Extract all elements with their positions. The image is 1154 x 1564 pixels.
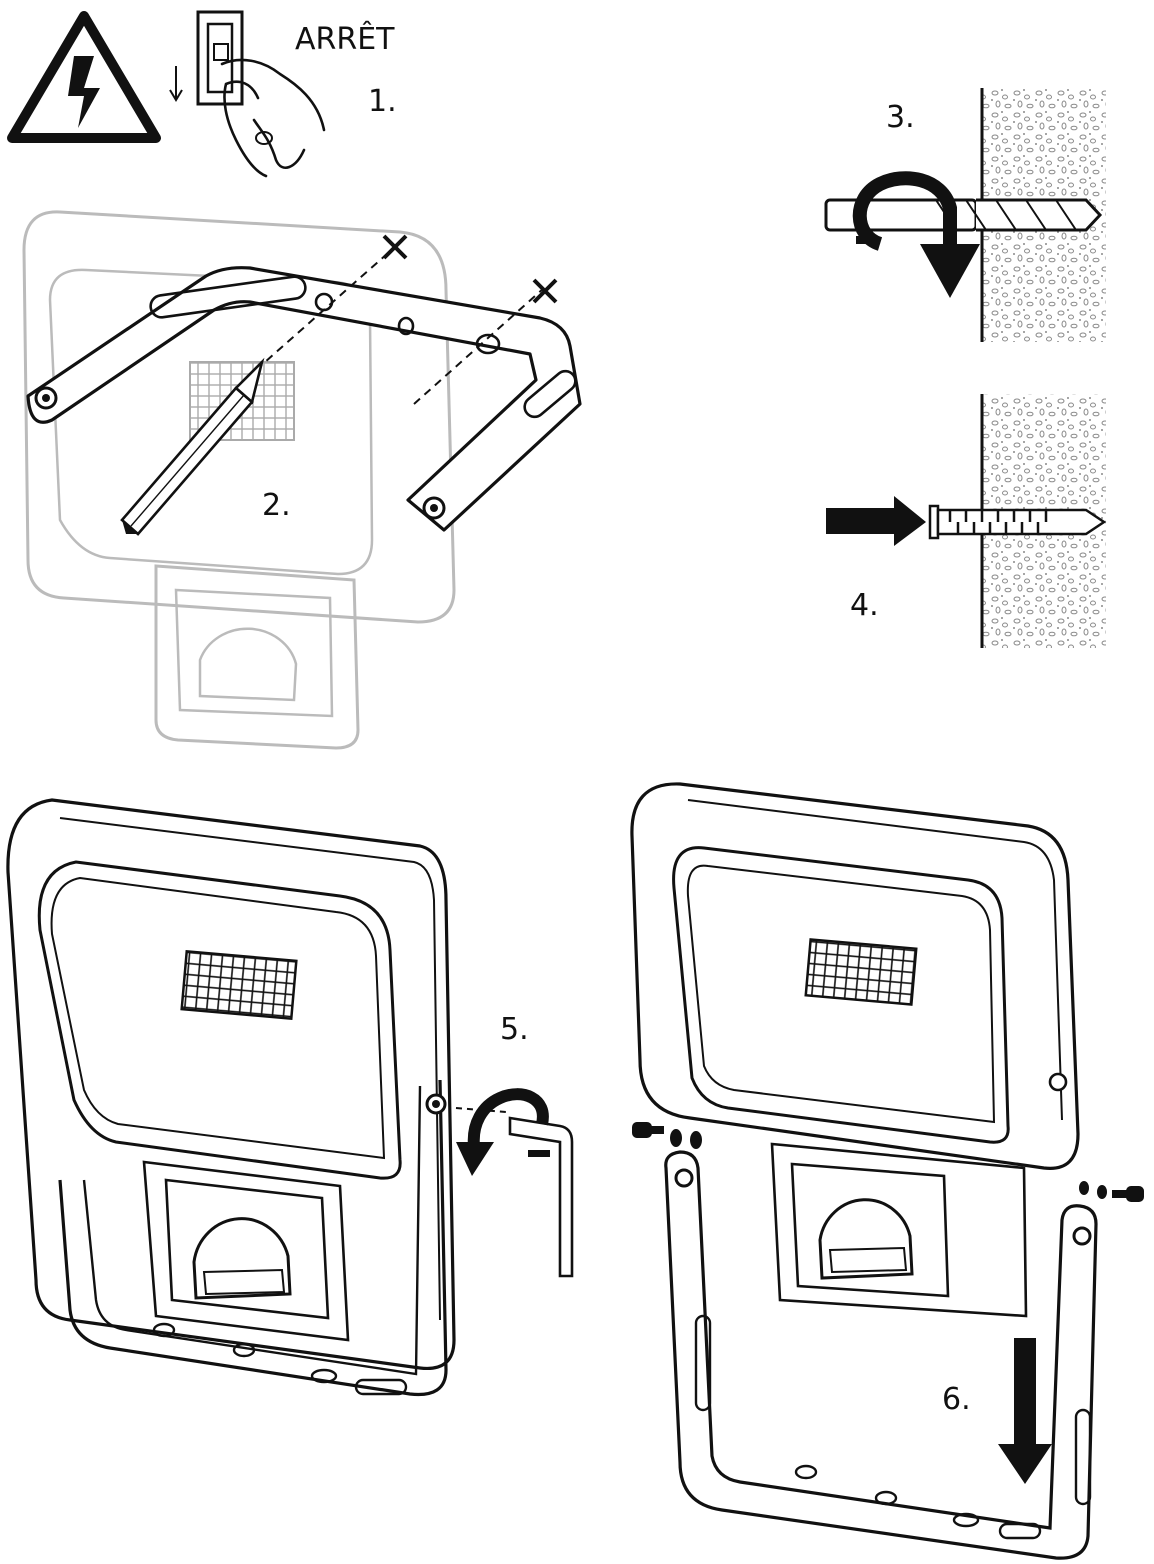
step-2-label: 2. bbox=[262, 488, 291, 523]
step-3-label: 3. bbox=[886, 100, 915, 135]
screw-icon bbox=[1112, 1186, 1144, 1202]
washer-icon bbox=[670, 1129, 702, 1149]
step-4-label: 4. bbox=[850, 588, 879, 623]
warning-high-voltage-icon bbox=[7, 11, 161, 143]
rotate-arrow-icon bbox=[852, 171, 980, 298]
push-arrow-icon bbox=[826, 496, 926, 546]
step-5-label: 5. bbox=[500, 1012, 529, 1047]
bracket-step5 bbox=[58, 1079, 448, 1397]
pencil-icon bbox=[120, 357, 265, 536]
off-label: ARRÊT bbox=[295, 22, 395, 57]
drill-guide-lines bbox=[255, 234, 558, 405]
light-switch-icon bbox=[169, 10, 244, 106]
down-arrow-icon bbox=[998, 1338, 1052, 1484]
wall-plug-icon bbox=[928, 504, 1107, 540]
washer-icon bbox=[1079, 1181, 1107, 1199]
step-6-label: 6. bbox=[942, 1382, 971, 1417]
screw-icon bbox=[632, 1122, 664, 1138]
hand-icon bbox=[220, 58, 326, 178]
floodlight-step6 bbox=[630, 782, 1080, 1318]
rotate-arrow-icon bbox=[456, 1088, 550, 1176]
step-1-label: 1. bbox=[368, 84, 397, 119]
bracket-step6 bbox=[664, 1150, 1098, 1560]
floodlight-step5 bbox=[6, 798, 456, 1371]
mounting-bracket bbox=[26, 266, 582, 532]
